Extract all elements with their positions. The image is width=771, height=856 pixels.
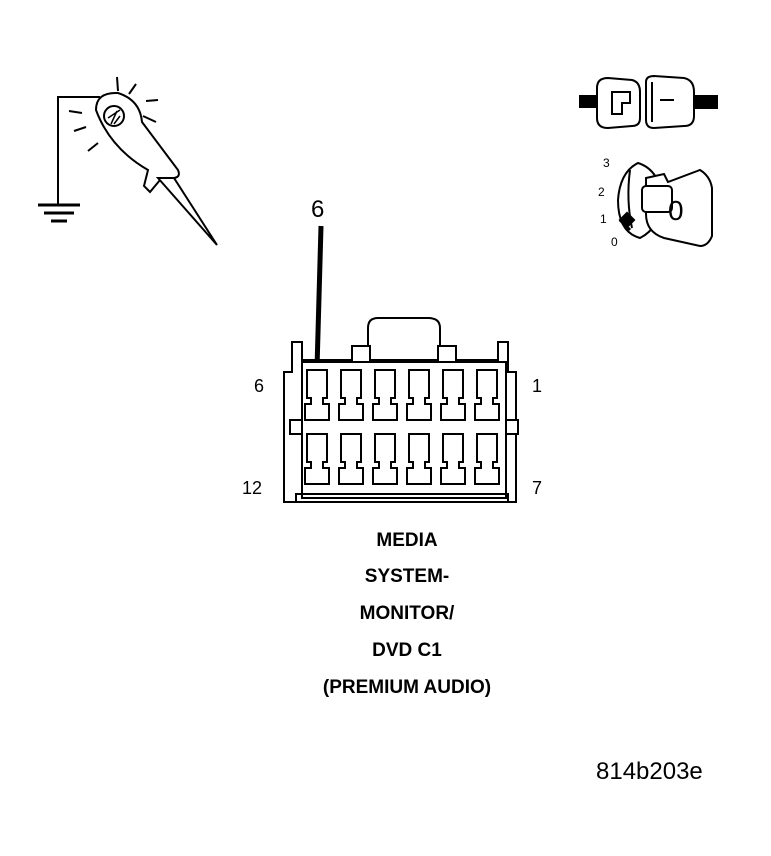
pin-cavity-4 — [372, 369, 398, 421]
figure-id: 814b203e — [596, 758, 703, 785]
pin-label-top-right: 1 — [532, 376, 542, 396]
pin-cavity-5 — [338, 369, 364, 421]
ground-probe-icon — [38, 76, 218, 246]
key-position-current: 0 — [668, 195, 684, 226]
key-position-0: 0 — [611, 235, 618, 249]
pin-cavity-12 — [304, 433, 330, 485]
pin-cavity-1 — [474, 369, 500, 421]
ignition-switch-icon — [616, 161, 713, 248]
connector-pins — [304, 369, 500, 485]
key-position-2: 2 — [598, 185, 605, 199]
pin-cavity-9 — [406, 433, 432, 485]
disconnected-connector-icon — [579, 74, 718, 130]
pin-label-bottom-left: 12 — [242, 478, 262, 498]
connector-caption-line-1: MEDIA — [376, 530, 438, 551]
pin-cavity-8 — [440, 433, 466, 485]
connector-caption-line-5: (PREMIUM AUDIO) — [322, 677, 492, 698]
pin-label-top-left: 6 — [254, 376, 264, 396]
pin-cavity-2 — [440, 369, 466, 421]
pin-cavity-11 — [338, 433, 364, 485]
pin-cavity-6 — [304, 369, 330, 421]
pin-cavity-7 — [474, 433, 500, 485]
connector-caption-line-2: SYSTEM- — [364, 566, 450, 587]
pin-cavity-3 — [406, 369, 432, 421]
probe-pin-label: 6 — [311, 196, 324, 223]
key-position-1: 1 — [600, 212, 607, 226]
pin-label-bottom-right: 7 — [532, 478, 542, 498]
key-position-3: 3 — [603, 156, 610, 170]
connector-caption-line-4: DVD C1 — [372, 640, 442, 661]
connector-caption-line-3: MONITOR/ — [359, 603, 455, 624]
pin-cavity-10 — [372, 433, 398, 485]
